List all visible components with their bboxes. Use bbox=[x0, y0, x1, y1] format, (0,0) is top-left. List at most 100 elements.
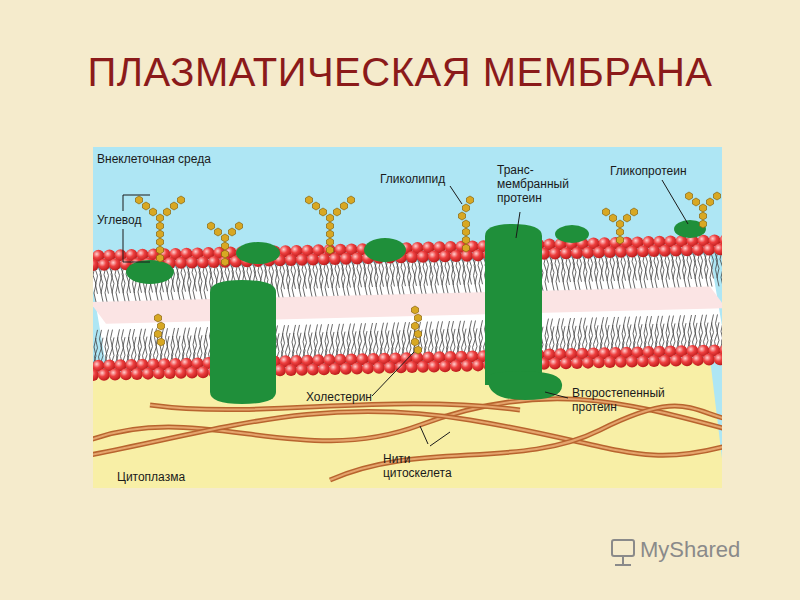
phospholipid-head bbox=[109, 258, 121, 270]
phospholipid-head bbox=[351, 252, 363, 264]
sugar-unit bbox=[208, 222, 215, 230]
phospholipid-head bbox=[582, 357, 594, 369]
sugar-unit bbox=[341, 202, 348, 210]
sugar-unit bbox=[631, 208, 638, 216]
sugar-unit bbox=[686, 192, 693, 200]
leader-line bbox=[420, 426, 428, 444]
cytoskeleton-filament bbox=[150, 404, 520, 410]
sugar-unit bbox=[415, 314, 422, 322]
phospholipid-head bbox=[560, 247, 572, 259]
phospholipid-head bbox=[692, 244, 704, 256]
phospholipid-head bbox=[626, 246, 638, 258]
lipid-tail bbox=[298, 261, 301, 297]
bilayer-middle bbox=[93, 287, 722, 324]
phospholipid-head bbox=[604, 246, 616, 258]
phospholipid-head bbox=[208, 256, 220, 268]
sugar-unit bbox=[624, 214, 631, 222]
lipid-tail bbox=[720, 250, 722, 286]
leader-line bbox=[430, 432, 450, 446]
sugar-unit bbox=[412, 306, 419, 314]
lipid-tail bbox=[199, 263, 202, 299]
phospholipid-head bbox=[197, 256, 209, 268]
phospholipid-head bbox=[307, 364, 319, 376]
part-label: Второстепенный протеин bbox=[572, 386, 684, 414]
sugar-unit bbox=[412, 338, 419, 346]
phospholipid-head bbox=[318, 253, 330, 265]
sugar-unit bbox=[463, 228, 470, 236]
phospholipid-head bbox=[593, 356, 605, 368]
sugar-unit bbox=[306, 196, 313, 204]
leader-line bbox=[662, 180, 688, 224]
phospholipid-head bbox=[428, 360, 440, 372]
lipid-tail bbox=[474, 256, 477, 292]
phospholipid-head bbox=[98, 369, 110, 381]
lipid-tail bbox=[309, 261, 312, 297]
sugar-unit bbox=[229, 228, 236, 236]
phospholipid-head bbox=[648, 355, 660, 367]
phospholipid-head bbox=[406, 361, 418, 373]
phospholipid-head bbox=[714, 353, 722, 365]
sugar-unit bbox=[143, 202, 150, 210]
phospholipid-head bbox=[340, 253, 352, 265]
sugar-unit bbox=[157, 238, 164, 246]
sugar-unit bbox=[164, 208, 171, 216]
lipid-tail bbox=[716, 250, 719, 286]
lipid-tail bbox=[672, 251, 675, 287]
phospholipid-head bbox=[681, 354, 693, 366]
lipid-tail bbox=[188, 264, 191, 300]
protein-blob bbox=[126, 260, 174, 284]
sugar-unit bbox=[313, 202, 320, 210]
phospholipid-head bbox=[549, 247, 561, 259]
sugar-unit bbox=[327, 222, 334, 230]
sugar-unit bbox=[327, 246, 334, 254]
lipid-tail bbox=[100, 266, 103, 302]
part-label: Углевод bbox=[97, 213, 142, 227]
phospholipid-head bbox=[560, 357, 572, 369]
sugar-unit bbox=[222, 258, 229, 266]
sugar-unit bbox=[222, 250, 229, 258]
sugar-unit bbox=[707, 198, 714, 206]
page-title: ПЛАЗМАТИЧЕСКАЯ МЕМБРАНА bbox=[0, 50, 800, 95]
lipid-tail bbox=[419, 258, 422, 294]
transmembrane-protein bbox=[485, 224, 542, 385]
cytoskeleton-filament bbox=[330, 406, 722, 480]
phospholipid-head bbox=[615, 356, 627, 368]
lipid-tail bbox=[617, 253, 620, 289]
phospholipid-head bbox=[197, 366, 209, 378]
sugar-unit bbox=[150, 208, 157, 216]
phospholipid-head bbox=[329, 253, 341, 265]
cytoskeleton-filament bbox=[150, 404, 520, 410]
phospholipid-head bbox=[648, 245, 660, 257]
sugar-unit bbox=[157, 222, 164, 230]
sugar-unit bbox=[320, 208, 327, 216]
phospholipid-head bbox=[296, 254, 308, 266]
phospholipid-head bbox=[637, 355, 649, 367]
phospholipid-head bbox=[571, 357, 583, 369]
protein-blob bbox=[236, 242, 280, 264]
leader-line bbox=[516, 212, 520, 238]
lipid-tail bbox=[287, 261, 290, 297]
phospholipid-head bbox=[175, 257, 187, 269]
sugar-unit bbox=[714, 192, 721, 200]
sugar-unit bbox=[157, 230, 164, 238]
lipid-tail bbox=[722, 314, 723, 350]
phospholipid-head bbox=[450, 250, 462, 262]
sugar-unit bbox=[617, 220, 624, 228]
sugar-unit bbox=[693, 198, 700, 206]
peripheral-protein bbox=[488, 372, 562, 400]
phospholipid-head bbox=[98, 259, 110, 271]
sugar-unit bbox=[348, 196, 355, 204]
sugar-unit bbox=[136, 196, 143, 204]
lipid-tail bbox=[122, 265, 125, 301]
phospholipid-head bbox=[681, 244, 693, 256]
sugar-unit bbox=[415, 330, 422, 338]
protein-blob bbox=[674, 220, 706, 238]
sugar-unit bbox=[610, 214, 617, 222]
phospholipid-head bbox=[285, 254, 297, 266]
lipid-tail bbox=[364, 259, 367, 295]
phospholipid-head bbox=[571, 247, 583, 259]
lipid-tail bbox=[452, 257, 455, 293]
phospholipid-head bbox=[549, 357, 561, 369]
lipid-tail bbox=[683, 251, 686, 287]
lipid-tail bbox=[573, 254, 576, 290]
